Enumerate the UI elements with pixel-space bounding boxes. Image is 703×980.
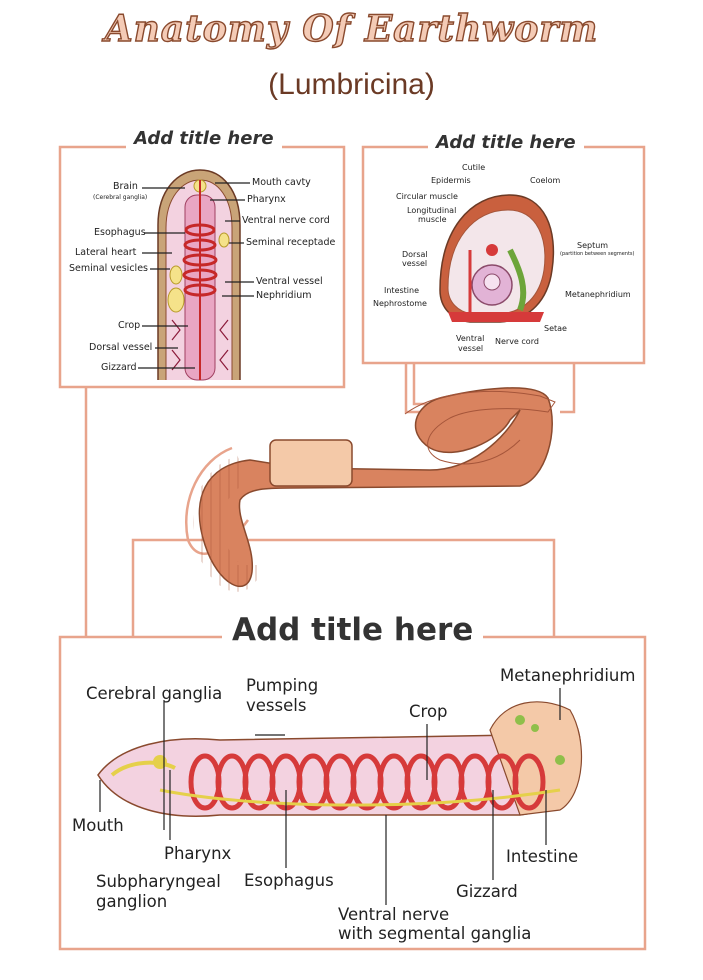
label-esophagus-bottom: Esophagus bbox=[244, 871, 334, 890]
label-ventral-nerve: Ventral nerve bbox=[338, 905, 450, 924]
label-seminal-receptade: Seminal receptade bbox=[246, 237, 336, 248]
label-setae: Setae bbox=[544, 324, 567, 333]
label-cutile: Cutile bbox=[462, 163, 486, 172]
label-crop: Crop bbox=[118, 320, 141, 331]
label-metanephridium: Metanephridium bbox=[565, 290, 631, 299]
label-subpharyngeal-ganglion: ganglion bbox=[96, 892, 168, 911]
label-coelom: Coelom bbox=[530, 176, 561, 185]
right-panel-title: Add title here bbox=[428, 132, 584, 153]
connector-middle bbox=[131, 538, 556, 637]
connector-right-2 bbox=[412, 363, 440, 406]
label-longitudinal-muscle: muscle bbox=[418, 215, 447, 224]
label-ventral: Ventral bbox=[456, 334, 485, 343]
label-brain: Brain bbox=[113, 181, 138, 192]
label-gizzard-bottom: Gizzard bbox=[456, 882, 518, 901]
label-pumping-vessels: vessels bbox=[246, 696, 307, 715]
label-mouth: Mouth bbox=[72, 816, 124, 835]
bottom-panel-title: Add title here bbox=[222, 612, 484, 648]
label-cerebral-ganglia: Cerebral ganglia bbox=[86, 684, 223, 703]
label-longitudinal: Longitudinal bbox=[407, 206, 457, 215]
label-subpharyngeal: Subpharyngeal bbox=[96, 872, 221, 891]
right-panel-cross-section bbox=[439, 194, 555, 323]
middle-worm-illustration bbox=[193, 387, 556, 592]
label-circular-muscle: Circular muscle bbox=[396, 192, 458, 201]
left-panel-worm bbox=[157, 169, 241, 381]
label-epidermis: Epidermis bbox=[431, 176, 471, 185]
connector-right-3 bbox=[560, 363, 576, 414]
label-ventral-nerve-ganglia: with segmental ganglia bbox=[338, 924, 532, 943]
label-esophagus: Esophagus bbox=[94, 227, 146, 238]
label-ventral-vessel-2: vessel bbox=[458, 344, 484, 353]
label-pharynx: Pharynx bbox=[247, 194, 286, 205]
label-pumping: Pumping bbox=[246, 676, 319, 695]
leader-lines bbox=[99, 182, 561, 905]
clitellum bbox=[269, 439, 353, 487]
label-intestine-bottom: Intestine bbox=[506, 847, 579, 866]
label-brain-note: (Cerebral ganglia) bbox=[93, 194, 148, 201]
bottom-panel-worm bbox=[97, 701, 583, 817]
left-panel-title: Add title here bbox=[126, 128, 282, 149]
label-metanephridium-bottom: Metanephridium bbox=[500, 666, 636, 685]
label-nephridium: Nephridium bbox=[256, 290, 312, 301]
label-septum-note: (partition between segments) bbox=[560, 251, 635, 257]
label-dorsal-vessel-2: vessel bbox=[402, 259, 428, 268]
label-mouth-cavity: Mouth cavty bbox=[252, 177, 311, 188]
label-dorsal: Dorsal bbox=[402, 250, 428, 259]
label-ventral-nerve-cord: Ventral nerve cord bbox=[242, 215, 330, 226]
label-lateral-heart: Lateral heart bbox=[75, 247, 137, 258]
label-nerve-cord: Nerve cord bbox=[495, 337, 539, 346]
label-pharynx-bottom: Pharynx bbox=[164, 844, 232, 863]
label-septum: Septum bbox=[577, 241, 609, 250]
page-subtitle: (Lumbricina) bbox=[268, 68, 435, 101]
label-seminal-vesicles: Seminal vesicles bbox=[69, 263, 148, 274]
label-intestine: Intestine bbox=[384, 286, 420, 295]
label-ventral-vessel: Ventral vessel bbox=[256, 276, 323, 287]
label-crop-bottom: Crop bbox=[409, 702, 448, 721]
label-dorsal-vessel: Dorsal vessel bbox=[89, 342, 153, 353]
label-gizzard: Gizzard bbox=[101, 362, 137, 373]
label-nephrostome: Nephrostome bbox=[373, 299, 427, 308]
page-title: Anatomy Of Earthworm bbox=[104, 7, 599, 50]
